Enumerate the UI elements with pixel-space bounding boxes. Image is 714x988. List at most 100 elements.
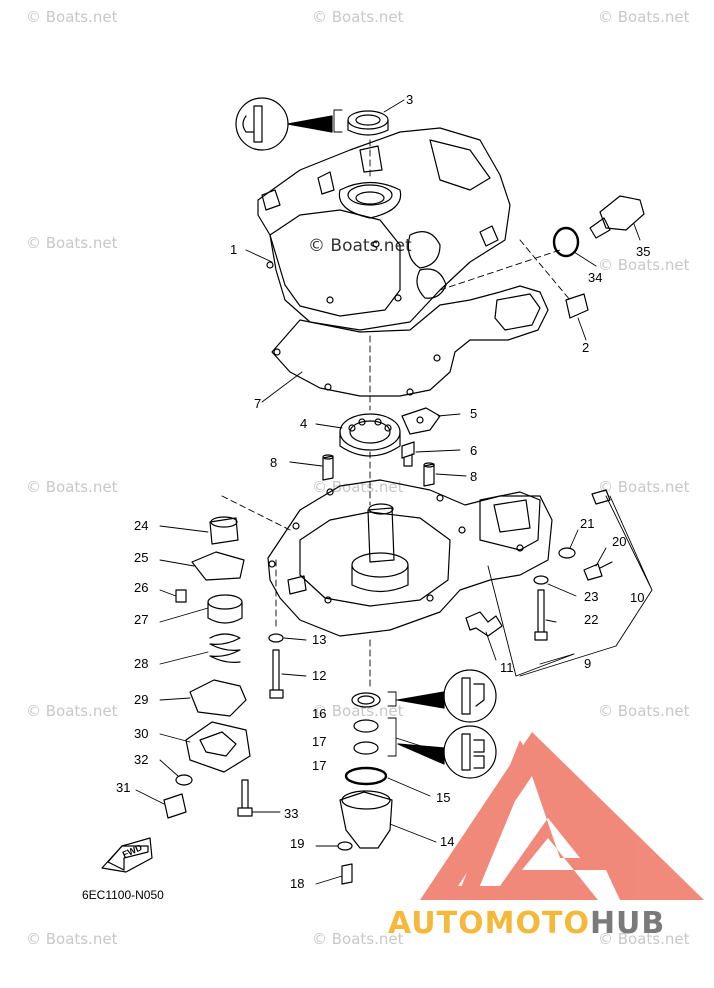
callout-number: 26 [134, 580, 149, 595]
logo-text-part-moto: MOTO [484, 906, 590, 941]
crankcase-upper [257, 127, 511, 331]
automotohub-logo-text: AUTOMOTOHUB [388, 906, 665, 941]
callout-number: 31 [116, 780, 131, 795]
callout-number: 1 [230, 242, 238, 257]
callout-number: 22 [584, 612, 599, 627]
watermark: © Boats.net [598, 702, 690, 720]
watermark: © Boats.net [312, 930, 404, 948]
watermark: © Boats.net [26, 478, 118, 496]
bolt-10 [591, 489, 611, 505]
cover-25 [191, 551, 245, 581]
bolt-33 [237, 779, 253, 817]
elbow-11 [465, 611, 503, 637]
automotohub-logo-mark [420, 732, 704, 900]
washer-32 [175, 774, 193, 786]
bolt-12 [269, 649, 284, 699]
watermark: © Boats.net [26, 234, 118, 252]
callout-number: 11 [500, 660, 514, 675]
watermark: © Boats.net [312, 8, 404, 26]
cap-24 [209, 517, 239, 545]
o-ring-34 [552, 226, 580, 258]
callout-number: 3 [406, 92, 414, 107]
callout-number: 24 [134, 518, 149, 533]
watermark: © Boats.net [26, 8, 118, 26]
housing-14 [339, 791, 393, 849]
callout-number: 18 [290, 876, 305, 891]
gasket-29 [189, 679, 247, 717]
callout-number: 33 [284, 806, 299, 821]
callout-number: 28 [134, 656, 149, 671]
seal-17b [353, 741, 379, 755]
callout-number: 13 [312, 632, 327, 647]
callout-number: 2 [582, 340, 590, 355]
callout-number: 27 [134, 612, 149, 627]
washer-13 [268, 633, 284, 643]
watermark: © Boats.net [598, 256, 690, 274]
seal-16 [351, 692, 381, 708]
callout-number: 35 [636, 244, 651, 259]
collar-2 [565, 293, 589, 319]
callout-number: 9 [584, 656, 592, 671]
logo-text-part-hub: HUB [589, 906, 666, 941]
callout-number: 7 [254, 396, 262, 411]
housing-30 [185, 721, 251, 773]
seal-detail-inset-16 [397, 669, 497, 723]
callout-number: 17 [312, 734, 327, 749]
callout-number: 21 [580, 516, 595, 531]
plate-5 [401, 407, 441, 435]
spring-28 [209, 633, 241, 663]
callout-number: 8 [470, 469, 478, 484]
callout-number: 12 [312, 668, 327, 683]
center-watermark: © Boats.net [308, 236, 412, 256]
dowel-pin-8a [322, 455, 334, 481]
callout-number: 29 [134, 692, 149, 707]
callout-number: 4 [300, 416, 308, 431]
watermark: © Boats.net [312, 478, 404, 496]
bolt-31 [163, 793, 187, 819]
callout-number: 20 [612, 534, 627, 549]
washer-21 [558, 547, 576, 559]
callout-number: 10 [630, 590, 645, 605]
gasket-7 [271, 285, 549, 397]
watermark: © Boats.net [598, 8, 690, 26]
washer-19 [337, 841, 353, 851]
watermark: © Boats.net [598, 930, 690, 948]
watermark: © Boats.net [26, 930, 118, 948]
seal-3 [347, 110, 389, 130]
bolt-22 [534, 589, 548, 641]
seal-detail-inset-top [235, 97, 333, 151]
watermark: © Boats.net [312, 702, 404, 720]
diagram-code: 6EC1100-N050 [82, 888, 164, 902]
callout-number: 8 [270, 455, 278, 470]
bolt-18 [341, 863, 353, 885]
callout-number: 32 [134, 752, 149, 767]
callout-number: 14 [440, 834, 455, 849]
washer-23 [533, 575, 549, 585]
logo-text-part-auto: AUTO [388, 906, 485, 941]
o-ring-15 [344, 766, 388, 786]
seal-17a [353, 719, 379, 733]
callout-number: 17 [312, 758, 327, 773]
callout-number: 30 [134, 726, 149, 741]
seal-detail-inset-17 [397, 725, 497, 779]
callout-number: 16 [312, 706, 327, 721]
callout-number: 5 [470, 406, 478, 421]
callout-number: 19 [290, 836, 305, 851]
watermark: © Boats.net [598, 478, 690, 496]
fwd-arrow-icon [101, 837, 153, 873]
callout-number: 23 [584, 589, 599, 604]
bolt-20 [583, 561, 613, 581]
plug-35 [599, 195, 645, 231]
callout-number: 34 [588, 270, 603, 285]
filter-27 [207, 594, 243, 610]
watermark: © Boats.net [26, 702, 118, 720]
bearing-4 [339, 413, 401, 451]
callout-number: 6 [470, 443, 478, 458]
callout-number: 15 [436, 790, 451, 805]
crankcase-lower [267, 479, 553, 637]
callout-number: 25 [134, 550, 149, 565]
dowel-pin-8b [423, 463, 435, 487]
screw-26 [175, 589, 187, 603]
